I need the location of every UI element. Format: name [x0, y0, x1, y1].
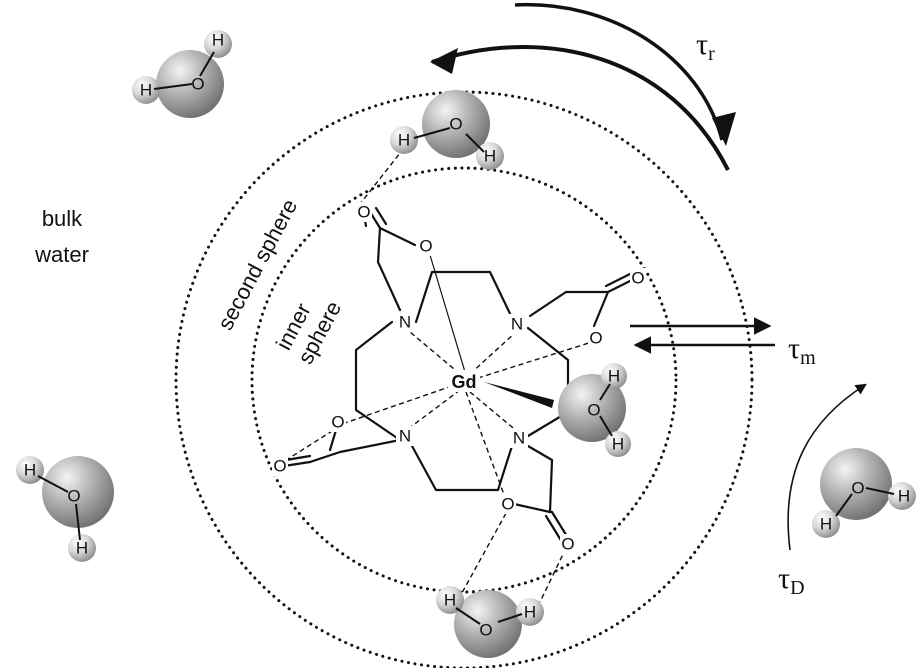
ligand-atom-labels: N N N N O O O O O O O O Gd	[272, 202, 646, 554]
atom-oxygen: O	[419, 237, 432, 256]
water-second-sphere-bottom: H O H	[436, 586, 544, 658]
second-sphere-boundary	[174, 90, 754, 668]
atom-oxygen: O	[561, 535, 574, 554]
atom-hydrogen: H	[212, 31, 224, 50]
tau-m-label: τm	[788, 332, 816, 369]
atom-oxygen: O	[631, 269, 644, 288]
atom-hydrogen: H	[898, 487, 910, 506]
gd-coordination-bonds	[341, 254, 593, 501]
atom-hydrogen: H	[444, 591, 456, 610]
atom-oxygen: O	[331, 413, 344, 432]
atom-nitrogen: N	[513, 429, 525, 448]
atom-nitrogen: N	[399, 313, 411, 332]
atom-oxygen: O	[851, 479, 864, 498]
inner-sphere-boundary	[250, 166, 678, 594]
diffusion-arrow	[787, 383, 867, 551]
atom-hydrogen: H	[608, 367, 620, 386]
atom-oxygen: O	[587, 401, 600, 420]
atom-oxygen: O	[501, 495, 514, 514]
atom-hydrogen: H	[524, 603, 536, 622]
tau-d-label: τD	[778, 562, 805, 599]
atom-nitrogen: N	[511, 315, 523, 334]
atom-oxygen: O	[191, 75, 204, 94]
water-top-left: H H O	[132, 30, 232, 118]
atom-hydrogen: H	[76, 539, 88, 558]
water-second-sphere-top: H O H	[390, 90, 504, 170]
atom-hydrogen: H	[820, 515, 832, 534]
hydrogen-bonds	[279, 147, 567, 603]
atom-hydrogen: H	[140, 81, 152, 100]
bulk-water-label-line1: bulk	[42, 206, 83, 231]
atom-oxygen: O	[589, 329, 602, 348]
atom-hydrogen: H	[24, 461, 36, 480]
atom-hydrogen: H	[484, 147, 496, 166]
atom-oxygen: O	[357, 203, 370, 222]
atom-oxygen: O	[449, 115, 462, 134]
atom-oxygen: O	[273, 457, 286, 476]
ligand-skeleton	[282, 206, 634, 544]
tau-r-label: τr	[696, 28, 715, 65]
rotation-arrow	[430, 2, 736, 171]
gadolinium-label: Gd	[452, 372, 477, 392]
atom-oxygen: O	[479, 621, 492, 640]
water-bottom-left: H O H	[16, 456, 114, 562]
atom-nitrogen: N	[399, 427, 411, 446]
atom-hydrogen: H	[398, 131, 410, 150]
atom-hydrogen: H	[612, 435, 624, 454]
bulk-water-label-line2: water	[34, 242, 89, 267]
atom-oxygen: O	[67, 487, 80, 506]
water-inner-sphere: H O H	[558, 363, 631, 457]
exchange-arrows	[630, 317, 775, 354]
water-right: H O H	[812, 448, 916, 538]
